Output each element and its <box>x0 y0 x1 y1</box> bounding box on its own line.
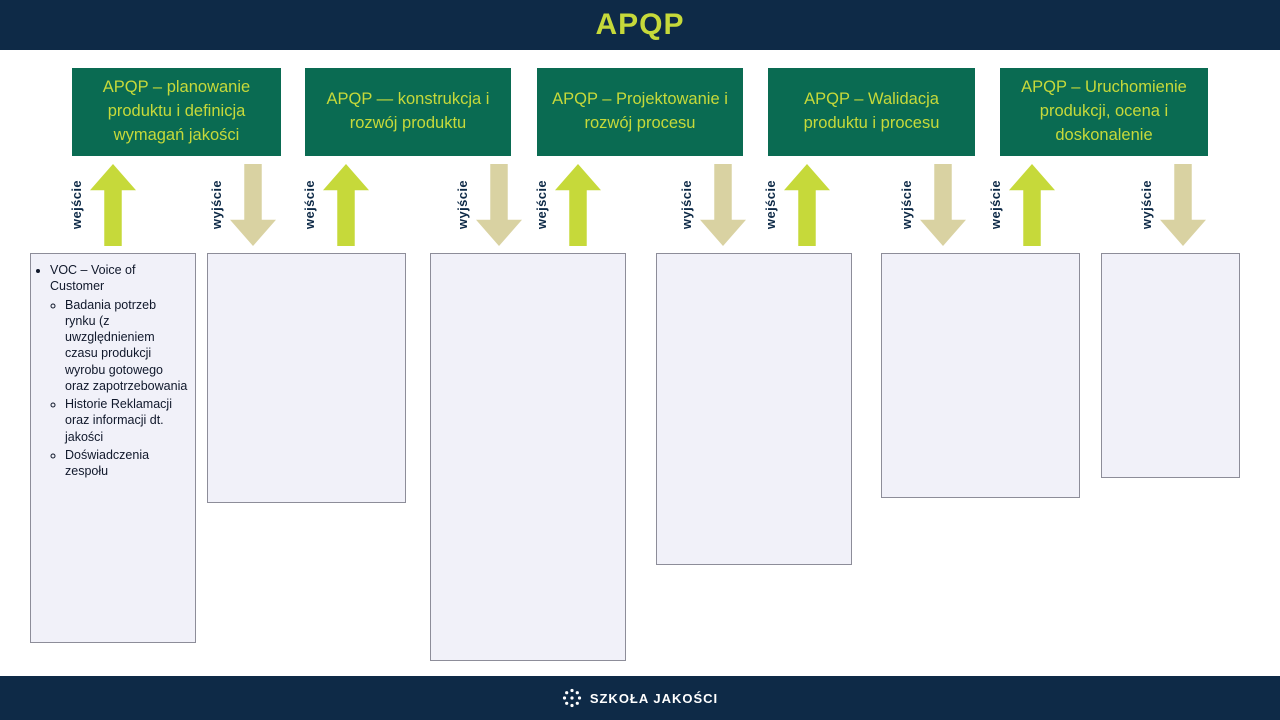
arrow-label: wejście <box>988 180 1003 230</box>
arrow-group-2: wyjście <box>209 162 276 248</box>
phase1-outputs-box <box>207 253 406 503</box>
arrow-group-3: wejście <box>302 162 369 248</box>
arrow-label: wyjście <box>209 180 224 230</box>
footer-brand-text: SZKOŁA JAKOŚCI <box>589 690 719 706</box>
arrow-label: wejście <box>534 180 549 230</box>
arrow-label: wyjście <box>455 180 470 230</box>
arrow-group-6: wyjście <box>679 162 746 248</box>
arrow-group-4: wyjście <box>455 162 522 248</box>
phase-title: APQP – Walidacja produktu i procesu <box>803 90 940 132</box>
down-arrow-icon <box>230 164 276 246</box>
phase-title: APQP – Uruchomienie produkcji, ocena i d… <box>1021 78 1187 144</box>
arrow-group-7: wejście <box>763 162 830 248</box>
arrow-label: wejście <box>69 180 84 230</box>
phase-title: APQP – Projektowanie i rozwój procesu <box>552 90 728 132</box>
phase-title: APQP – planowanie produktu i definicja w… <box>102 78 251 144</box>
phase1-inputs-box: VOC – Voice of CustomerBadania potrzeb r… <box>30 253 196 643</box>
phase2-outputs-box <box>430 253 626 661</box>
down-arrow-icon <box>1160 164 1206 246</box>
phase1-inputs-list: VOC – Voice of CustomerBadania potrzeb r… <box>33 262 189 479</box>
phase-box-planning: APQP – planowanie produktu i definicja w… <box>72 68 281 156</box>
arrow-label: wyjście <box>899 180 914 230</box>
phase3-outputs-box <box>656 253 852 565</box>
up-arrow-icon <box>90 164 136 246</box>
phase-box-product-design: APQP — konstrukcja i rozwój produktu <box>305 68 511 156</box>
list-subitem: Historie Reklamacji oraz informacji dt. … <box>65 396 189 445</box>
arrow-label: wejście <box>763 180 778 230</box>
up-arrow-icon <box>555 164 601 246</box>
arrow-group-5: wejście <box>534 162 601 248</box>
phase5-outputs-box <box>1101 253 1240 478</box>
list-subitem: Badania potrzeb rynku (z uwzględnieniem … <box>65 297 189 395</box>
list-subitem: Doświadczenia zespołu <box>65 447 189 480</box>
down-arrow-icon <box>920 164 966 246</box>
down-arrow-icon <box>700 164 746 246</box>
phase-box-validation: APQP – Walidacja produktu i procesu <box>768 68 975 156</box>
arrow-group-9: wejście <box>988 162 1055 248</box>
szkola-jakosci-logo-icon <box>562 688 581 708</box>
down-arrow-icon <box>476 164 522 246</box>
page-footer: SZKOŁA JAKOŚCI <box>0 676 1280 720</box>
phase-box-process-design: APQP – Projektowanie i rozwój procesu <box>537 68 743 156</box>
up-arrow-icon <box>323 164 369 246</box>
arrow-label: wyjście <box>679 180 694 230</box>
arrow-label: wejście <box>302 180 317 230</box>
arrow-group-8: wyjście <box>899 162 966 248</box>
phase4-outputs-box <box>881 253 1080 498</box>
arrow-group-10: wyjście <box>1139 162 1206 248</box>
up-arrow-icon <box>1009 164 1055 246</box>
page-title: APQP <box>595 8 685 41</box>
phase-title: APQP — konstrukcja i rozwój produktu <box>326 90 490 132</box>
arrow-label: wyjście <box>1139 180 1154 230</box>
up-arrow-icon <box>784 164 830 246</box>
list-item: VOC – Voice of CustomerBadania potrzeb r… <box>50 262 189 479</box>
page-header: APQP <box>0 0 1280 50</box>
phase-box-launch: APQP – Uruchomienie produkcji, ocena i d… <box>1000 68 1208 156</box>
arrow-group-1: wejście <box>69 162 136 248</box>
sub-list: Badania potrzeb rynku (z uwzględnieniem … <box>50 297 189 480</box>
